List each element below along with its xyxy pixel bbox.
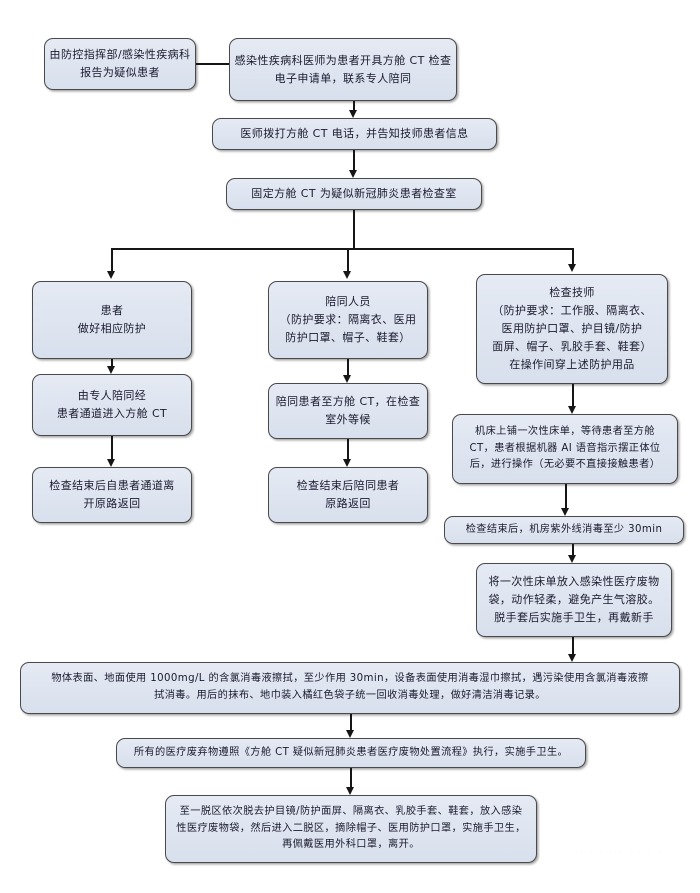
- connector-uv-to-wastesheet: [572, 544, 574, 555]
- node-technician-line-4: 在操作间穿上述防护用品: [509, 357, 635, 371]
- node-doffing[interactable]: 至一脱区依次脱去护目镜/防护面屏、隔离衣、乳胶手套、鞋套，放入感染 性医疗废物袋…: [165, 795, 537, 863]
- node-waste-sheet-line-2: 脱手套后实施手卫生，再戴新手: [494, 610, 654, 624]
- node-doffing-line-1: 性医疗废物袋，然后进入二脱区，摘除帽子、医用防护口罩，实施手卫生，: [176, 822, 526, 834]
- node-call[interactable]: 医师拨打方舱 CT 电话，并告知技师患者信息: [212, 118, 497, 150]
- arrowhead-medicalwaste-to-doffing: [346, 787, 354, 795]
- connector-branch-bus: [111, 248, 573, 250]
- connector-enter-to-leave: [111, 436, 113, 459]
- node-technician[interactable]: 检查技师 （防护要求：工作服、隔离衣、 医用防护口罩、护目镜/防护 面屏、帽子、…: [476, 274, 668, 384]
- arrowhead-escort-to-wait: [343, 375, 351, 383]
- node-bed-sheet[interactable]: 机床上铺一次性床单，等待患者至方舱 CT，患者根据机器 AI 语音指示摆正体位 …: [452, 414, 678, 484]
- node-order[interactable]: 感染性疾病科医师为患者开具方舱 CT 检查 电子申请单，联系专人陪同: [229, 38, 457, 101]
- node-escort-wait-line-1: 室外等候: [325, 413, 371, 426]
- arrowhead-branch-middle: [343, 271, 351, 279]
- connector-escort-to-wait: [347, 359, 349, 375]
- node-medical-waste-line-0: 所有的医疗废弃物遵照《方舱 CT 疑似新冠肺炎患者医疗废物处置流程》执行，实施手…: [133, 746, 569, 758]
- node-order-line-1: 电子申请单，联系专人陪同: [274, 71, 412, 85]
- connector-order-to-call: [353, 101, 355, 110]
- node-fix-room-line-0: 固定方舱 CT 为疑似新冠肺炎患者检查室: [251, 187, 457, 201]
- node-escort-leave[interactable]: 检查结束后陪同患者 原路返回: [268, 467, 428, 523]
- node-escort-wait[interactable]: 陪同患者至方舱 CT，在检查 室外等候: [268, 383, 428, 439]
- arrowhead-enter-to-leave: [107, 459, 115, 467]
- connector-patient-to-enter: [111, 359, 113, 366]
- connector-wastesheet-to-surface: [572, 637, 574, 654]
- node-bed-sheet-line-2: 后，进行操作（无必要不直接接触患者）: [469, 459, 661, 471]
- connector-branch-left-drop: [111, 248, 113, 273]
- node-escort[interactable]: 陪同人员 （防护要求：隔离衣、医用 防护口罩、帽子、鞋套）: [268, 281, 428, 359]
- node-patient-leave-line-0: 检查结束后自患者通道离: [49, 479, 175, 493]
- arrowhead-wait-to-leave: [343, 459, 351, 467]
- connector-branch-right-drop: [572, 248, 574, 266]
- connector-call-to-fixroom: [353, 150, 355, 170]
- node-waste-sheet[interactable]: 将一次性床单放入感染性医疗废物 袋，动作轻柔，避免产生气溶胶。 脱手套后实施手卫…: [476, 563, 672, 637]
- arrowhead-bedsheet-to-uv: [561, 508, 569, 516]
- node-surface-line-1: 拭消毒。用后的抹布、地巾装入橘红色袋子统一回收消毒处理，做好清洁消毒记录。: [154, 690, 546, 701]
- connector-wait-to-leave: [347, 439, 349, 459]
- watermark-text: · · · · · · · · ·: [580, 848, 663, 858]
- arrowhead-uv-to-wastesheet: [568, 555, 576, 563]
- arrowhead-patient-to-enter: [107, 366, 115, 374]
- node-escort-leave-line-0: 检查结束后陪同患者: [296, 479, 400, 493]
- arrowhead-call-to-fixroom: [349, 170, 357, 178]
- node-report-line-0: 由防控指挥部/感染性疾病科: [49, 48, 191, 62]
- node-waste-sheet-line-0: 将一次性床单放入感染性医疗废物: [488, 575, 660, 589]
- node-patient-enter-line-1: 患者通道进入方舱 CT: [56, 407, 168, 420]
- arrowhead-surface-to-medicalwaste: [346, 730, 354, 738]
- node-patient-line-1: 做好相应防护: [77, 322, 147, 335]
- node-technician-line-3: 面屏、帽子、乳胶手套、鞋套）: [492, 339, 652, 353]
- node-patient-leave[interactable]: 检查结束后自患者通道离 开原路返回: [32, 467, 192, 523]
- node-escort-wait-line-0: 陪同患者至方舱 CT，在检查: [275, 395, 421, 409]
- arrowhead-branch-right: [568, 264, 576, 272]
- connector-medicalwaste-to-doffing: [350, 768, 352, 787]
- arrowhead-wastesheet-to-surface: [568, 654, 576, 662]
- connector-fixroom-down: [353, 210, 355, 248]
- node-medical-waste[interactable]: 所有的医疗废弃物遵照《方舱 CT 疑似新冠肺炎患者医疗废物处置流程》执行，实施手…: [116, 738, 586, 768]
- arrowhead-technician-to-bedsheet: [568, 406, 576, 414]
- node-patient-leave-line-1: 开原路返回: [83, 497, 141, 510]
- node-report-line-1: 报告为疑似患者: [80, 66, 160, 79]
- connector-report-to-order: [196, 63, 229, 65]
- node-surface-line-0: 物体表面、地面使用 1000mg/L 的含氯消毒液擦拭，至少作用 30min，设…: [51, 673, 649, 685]
- connector-branch-middle-drop: [347, 248, 349, 273]
- node-bed-sheet-line-1: CT，患者根据机器 AI 语音指示摆正体位: [469, 442, 661, 454]
- node-surface-disinfection[interactable]: 物体表面、地面使用 1000mg/L 的含氯消毒液擦拭，至少作用 30min，设…: [20, 662, 680, 714]
- node-doffing-line-0: 至一脱区依次脱去护目镜/防护面屏、隔离衣、乳胶手套、鞋套，放入感染: [179, 806, 523, 818]
- node-technician-line-0: 检查技师: [549, 286, 595, 300]
- node-escort-line-0: 陪同人员: [325, 295, 371, 309]
- node-report[interactable]: 由防控指挥部/感染性疾病科 报告为疑似患者: [44, 38, 196, 90]
- node-call-line-0: 医师拨打方舱 CT 电话，并告知技师患者信息: [240, 127, 469, 141]
- node-patient-line-0: 患者: [100, 304, 124, 318]
- node-order-line-0: 感染性疾病科医师为患者开具方舱 CT 检查: [234, 53, 452, 67]
- node-escort-leave-line-1: 原路返回: [325, 497, 371, 510]
- node-escort-line-1: （防护要求：隔离衣、医用: [279, 313, 417, 327]
- node-waste-sheet-line-1: 袋，动作轻柔，避免产生气溶胶。: [488, 593, 660, 607]
- arrowhead-order-to-call: [349, 110, 357, 118]
- node-patient-enter[interactable]: 由专人陪同经 患者通道进入方舱 CT: [32, 374, 192, 436]
- node-technician-line-1: （防护要求：工作服、隔离衣、: [492, 304, 652, 318]
- connector-surface-to-medicalwaste: [350, 714, 352, 730]
- node-technician-line-2: 医用防护口罩、护目镜/防护: [501, 322, 643, 336]
- connector-bedsheet-to-uv: [565, 484, 567, 508]
- node-fix-room[interactable]: 固定方舱 CT 为疑似新冠肺炎患者检查室: [226, 178, 482, 210]
- arrowhead-branch-left: [107, 271, 115, 279]
- node-patient[interactable]: 患者 做好相应防护: [32, 281, 192, 359]
- node-bed-sheet-line-0: 机床上铺一次性床单，等待患者至方舱: [475, 426, 655, 438]
- node-patient-enter-line-0: 由专人陪同经: [77, 389, 147, 403]
- node-doffing-line-2: 再佩戴医用外科口罩，离开。: [282, 839, 420, 851]
- connector-technician-to-bedsheet: [572, 384, 574, 406]
- node-uv-line-0: 检查结束后，机房紫外线消毒至少 30min: [465, 523, 663, 535]
- node-escort-line-2: 防护口罩、帽子、鞋套）: [285, 330, 411, 344]
- node-uv-disinfection[interactable]: 检查结束后，机房紫外线消毒至少 30min: [444, 516, 684, 544]
